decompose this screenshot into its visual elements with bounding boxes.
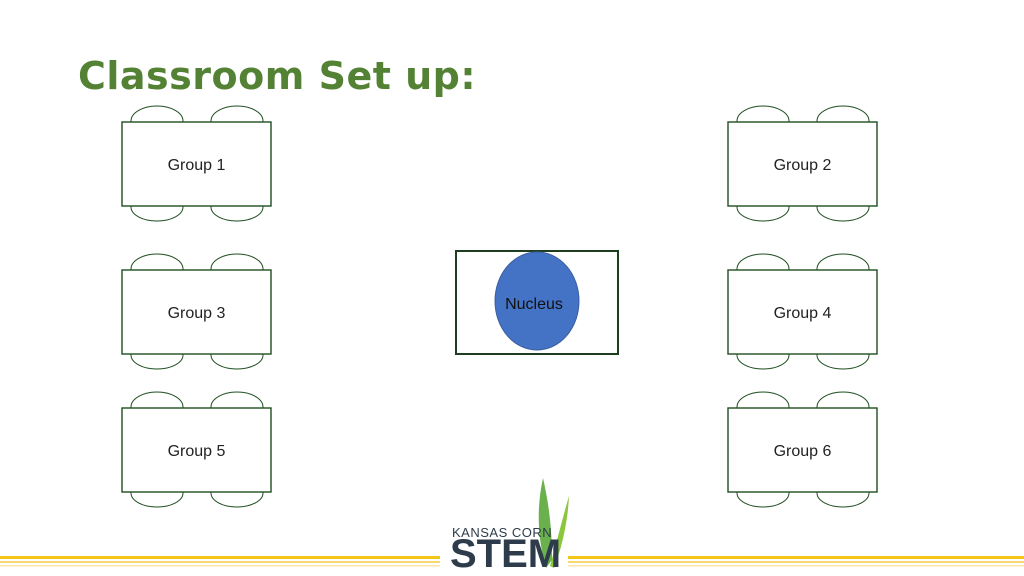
group-label: Group 1	[168, 157, 226, 174]
group-table-1: Group 1	[121, 105, 272, 222]
nucleus-label: Nucleus	[505, 296, 563, 313]
group-table-rect	[121, 121, 272, 207]
group-table-rect	[121, 407, 272, 493]
group-label: Group 2	[774, 157, 832, 174]
nucleus-circle	[494, 251, 580, 351]
group-label: Group 6	[774, 443, 832, 460]
group-table-5: Group 5	[121, 391, 272, 508]
slide-title: Classroom Set up:	[78, 54, 477, 98]
group-table-6: Group 6	[727, 391, 878, 508]
logo-line1: KANSAS CORN	[452, 525, 552, 540]
group-table-rect	[727, 121, 878, 207]
group-table-rect	[727, 407, 878, 493]
group-label: Group 5	[168, 443, 226, 460]
group-table-rect	[727, 269, 878, 355]
footer-stripes	[0, 556, 1024, 567]
group-label: Group 4	[774, 305, 832, 322]
group-table-2: Group 2	[727, 105, 878, 222]
nucleus-station: Nucleus	[455, 250, 619, 355]
group-table-3: Group 3	[121, 253, 272, 370]
corn-leaf-icon	[538, 478, 552, 568]
logo-line2: STEM	[450, 532, 561, 576]
group-table-rect	[121, 269, 272, 355]
group-label: Group 3	[168, 305, 226, 322]
group-table-4: Group 4	[727, 253, 878, 370]
kansas-corn-stem-logo: KANSAS CORN STEM	[450, 478, 569, 576]
corn-leaf-icon-2	[550, 496, 569, 568]
